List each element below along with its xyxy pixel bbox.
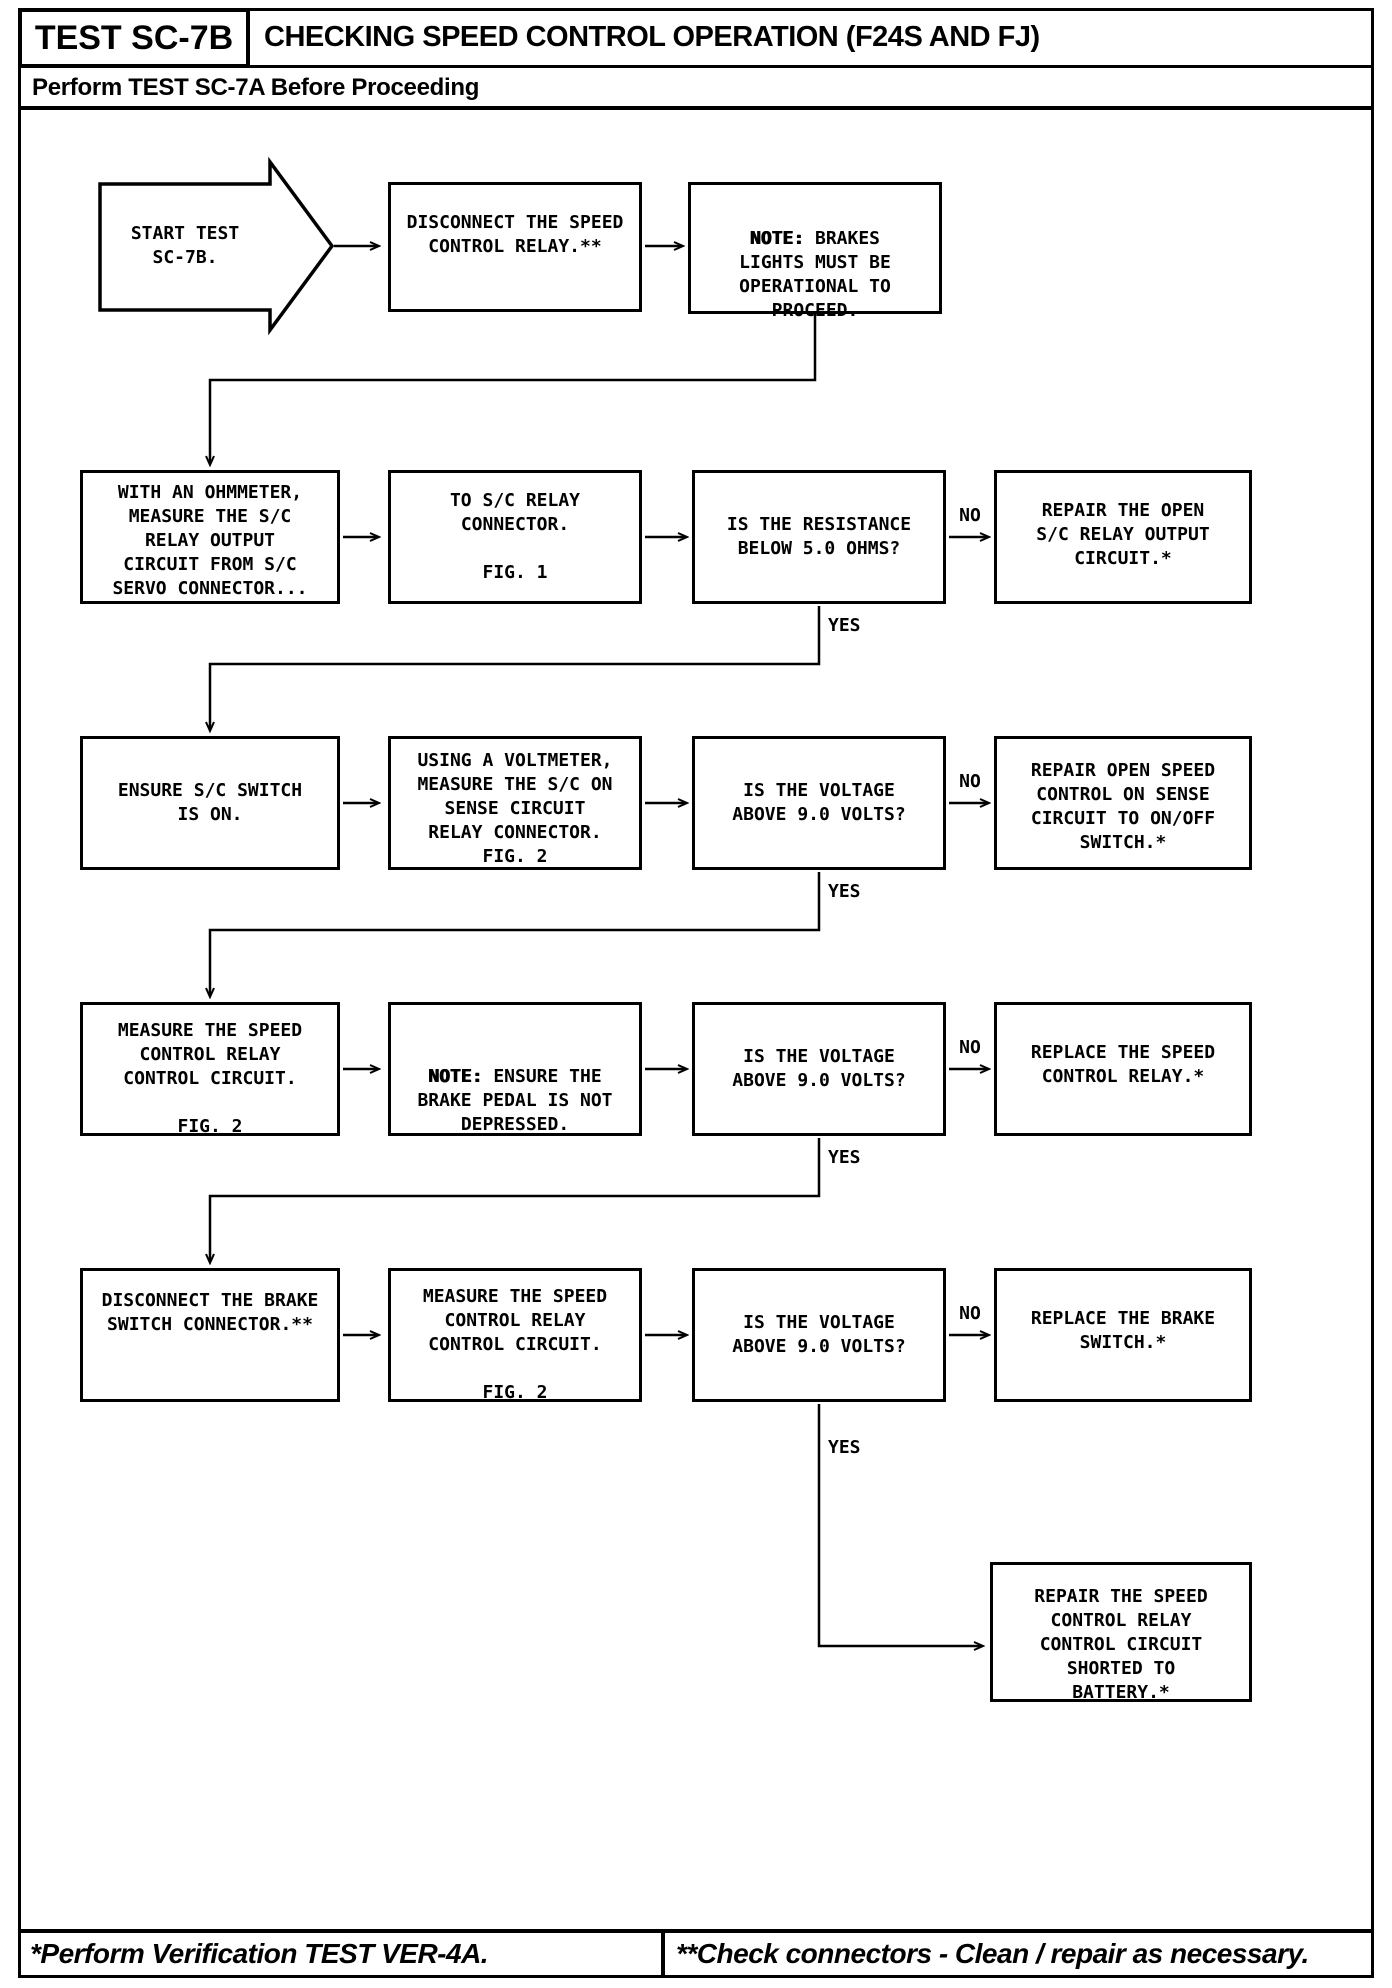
test-id-label: TEST SC-7B xyxy=(34,19,234,57)
node-note-brakes: NOTE: BRAKES LIGHTS MUST BE OPERATIONAL … xyxy=(688,182,942,321)
page-frame xyxy=(18,8,1374,1978)
decision-voltage-above-9v-row5: IS THE VOLTAGE ABOVE 9.0 VOLTS? xyxy=(692,1268,946,1402)
footer-cell-divider xyxy=(661,1933,665,1975)
note-label: NOTE: xyxy=(749,228,805,249)
yes-label-row5: YES xyxy=(828,1437,861,1458)
yes-label-row4: YES xyxy=(828,1147,861,1168)
yes-label-row3: YES xyxy=(828,881,861,902)
node-measure-output-circuit: WITH AN OHMMETER, MEASURE THE S/C RELAY … xyxy=(80,470,340,604)
node-measure-relay-control-2: MEASURE THE SPEED CONTROL RELAY CONTROL … xyxy=(388,1268,642,1403)
note-text: ENSURE THE BRAKE PEDAL IS NOT DEPRESSED. xyxy=(417,1066,613,1135)
node-ensure-switch-on: ENSURE S/C SWITCH IS ON. xyxy=(80,736,340,870)
subtitle-divider xyxy=(21,106,1371,110)
no-label-row5: NO xyxy=(959,1303,981,1324)
decision-voltage-above-9v-row4: IS THE VOLTAGE ABOVE 9.0 VOLTS? xyxy=(692,1002,946,1136)
no-label-row4: NO xyxy=(959,1037,981,1058)
node-repair-circuit-shorted-to-battery: REPAIR THE SPEED CONTROL RELAY CONTROL C… xyxy=(990,1562,1252,1703)
node-measure-relay-control: MEASURE THE SPEED CONTROL RELAY CONTROL … xyxy=(80,1002,340,1137)
node-replace-speed-control-relay: REPLACE THE SPEED CONTROL RELAY.* xyxy=(994,1002,1252,1136)
node-measure-on-sense-circuit: USING A VOLTMETER, MEASURE THE S/C ON SE… xyxy=(388,736,642,870)
page-title: CHECKING SPEED CONTROL OPERATION (F24S A… xyxy=(264,21,1040,53)
decision-resistance-below-5-ohms: IS THE RESISTANCE BELOW 5.0 OHMS? xyxy=(692,470,946,604)
node-repair-on-sense-circuit: REPAIR OPEN SPEED CONTROL ON SENSE CIRCU… xyxy=(994,736,1252,870)
decision-voltage-above-9v-row3: IS THE VOLTAGE ABOVE 9.0 VOLTS? xyxy=(692,736,946,870)
elbow-row4-to-row5 xyxy=(210,1138,821,1262)
note-label: NOTE: xyxy=(428,1066,483,1087)
page-subtitle: Perform TEST SC-7A Before Proceeding xyxy=(32,74,480,101)
elbow-row5-to-final xyxy=(817,1404,982,1646)
no-label-row3: NO xyxy=(959,771,981,792)
node-to-relay-connector: TO S/C RELAY CONNECTOR. FIG. 1 xyxy=(388,470,642,604)
node-repair-open-output-circuit: REPAIR THE OPEN S/C RELAY OUTPUT CIRCUIT… xyxy=(994,470,1252,604)
yes-label-row2: YES xyxy=(828,615,861,636)
node-disconnect-relay: DISCONNECT THE SPEED CONTROL RELAY.** xyxy=(388,182,642,312)
elbow-row2-to-row3 xyxy=(210,606,821,730)
node-disconnect-brake-switch: DISCONNECT THE BRAKE SWITCH CONNECTOR.** xyxy=(80,1268,340,1402)
footer-left-note: *Perform Verification TEST VER-4A. xyxy=(30,1938,489,1969)
node-start: START TEST SC-7B. xyxy=(130,223,240,268)
note-text: BRAKES LIGHTS MUST BE OPERATIONAL TO PRO… xyxy=(739,228,891,321)
footer-divider xyxy=(21,1929,1371,1933)
elbow-row1-to-row2 xyxy=(210,314,817,464)
elbow-row3-to-row4 xyxy=(210,872,821,996)
no-label-row2: NO xyxy=(959,505,981,526)
node-note-brake-pedal: NOTE: ENSURE THE BRAKE PEDAL IS NOT DEPR… xyxy=(388,1002,642,1136)
start-shape xyxy=(98,156,335,336)
node-replace-brake-switch: REPLACE THE BRAKE SWITCH.* xyxy=(994,1268,1252,1402)
header-divider xyxy=(21,65,1371,68)
footer-right-note: **Check connectors - Clean / repair as n… xyxy=(676,1938,1309,1969)
